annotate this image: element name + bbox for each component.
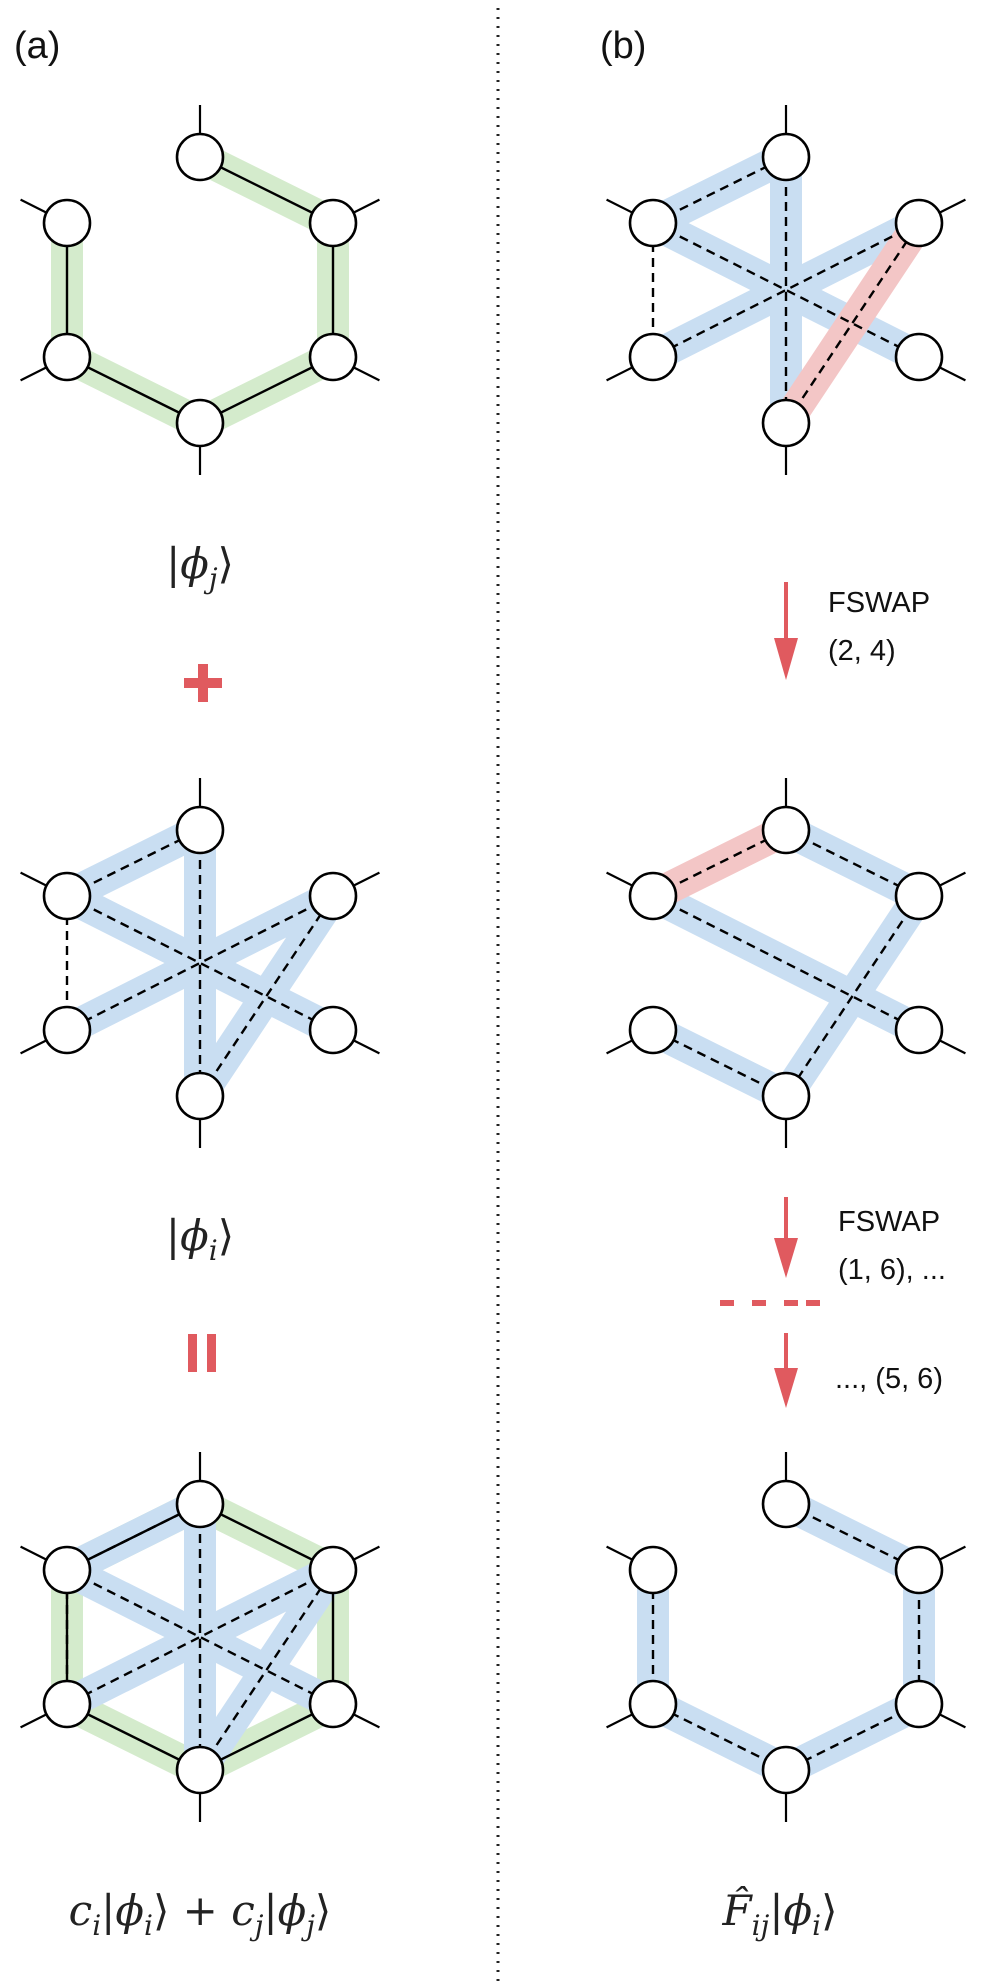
blue-band-path [637, 1488, 935, 1786]
solid-edge [66, 1702, 201, 1772]
orbital-node [42, 1005, 92, 1055]
graph-phi-j [20, 105, 380, 475]
orbital-node [894, 198, 944, 248]
solid-edge [199, 355, 334, 425]
dashed-edge [785, 222, 920, 424]
dashed-edge [66, 1502, 201, 1572]
orbital-node [42, 1679, 92, 1729]
orbital-node [42, 198, 92, 248]
solid-edge [199, 1702, 334, 1772]
step-arrow-2 [774, 1197, 798, 1278]
orbital-node [42, 871, 92, 921]
label-result: F̂ij|ϕi⟩ [722, 1884, 838, 1942]
graph-b-initial [606, 105, 966, 475]
dashed-edge [785, 1502, 920, 1572]
orbital-node [761, 1745, 811, 1795]
orbital-node [308, 871, 358, 921]
dashed-edge [652, 1028, 787, 1098]
orbital-node [175, 1479, 225, 1529]
orbital-node [894, 1545, 944, 1595]
step-2-pairs: (1, 6), ... [838, 1254, 946, 1286]
orbital-node [175, 1071, 225, 1121]
orbital-node [761, 398, 811, 448]
orbital-node [308, 198, 358, 248]
orbital-node [628, 871, 678, 921]
orbital-node [628, 1005, 678, 1055]
dashed-edge [652, 894, 920, 1032]
graph-b-final [606, 1452, 966, 1822]
dashed-edge [652, 221, 920, 359]
step-arrow-3 [774, 1333, 798, 1408]
orbital-node [761, 132, 811, 182]
orbital-node [628, 332, 678, 382]
orbital-node [761, 1071, 811, 1121]
orbital-node [42, 332, 92, 382]
solid-edge [199, 155, 334, 225]
plus-sign [184, 664, 222, 702]
dashed-edge [652, 155, 787, 225]
step-2-title: FSWAP [838, 1206, 940, 1238]
equals-sign [188, 1334, 216, 1372]
dashed-edge [785, 828, 920, 898]
green-band-path [51, 141, 349, 439]
dashed-edge [652, 828, 787, 898]
orbital-node [308, 1545, 358, 1595]
graph-b-after-fswap-2-4 [606, 778, 966, 1148]
dashed-edge [66, 1568, 334, 1706]
step-1-pairs: (2, 4) [828, 635, 896, 667]
orbital-node [175, 398, 225, 448]
orbital-node [894, 1679, 944, 1729]
dashed-edge [66, 894, 334, 1032]
orbital-node [761, 805, 811, 855]
orbital-node [308, 1679, 358, 1729]
orbital-node [894, 332, 944, 382]
ellipsis-dots [720, 1300, 820, 1306]
label-phi-i: |ϕi⟩ [166, 1211, 234, 1267]
graph-phi-i [20, 778, 380, 1148]
orbital-node [628, 1679, 678, 1729]
dashed-edge [66, 828, 201, 898]
solid-edge [66, 355, 201, 425]
panel-label-b: (b) [600, 25, 646, 67]
orbital-node [894, 871, 944, 921]
step-3-pairs: ..., (5, 6) [835, 1363, 943, 1395]
dashed-edge [652, 221, 920, 359]
orbital-node [175, 132, 225, 182]
dashed-edge [66, 1568, 334, 1706]
panel-label-a: (a) [14, 25, 60, 67]
step-arrow-1 [774, 582, 798, 680]
orbital-node [894, 1005, 944, 1055]
dashed-edge [785, 1702, 920, 1772]
step-1-title: FSWAP [828, 587, 930, 619]
orbital-node [628, 198, 678, 248]
dashed-edge [785, 895, 920, 1097]
orbital-node [308, 332, 358, 382]
orbital-node [175, 1745, 225, 1795]
dashed-edge [66, 894, 334, 1032]
dashed-edge [652, 1702, 787, 1772]
graph-superposition [20, 1452, 380, 1822]
dashed-edge [199, 895, 334, 1097]
orbital-node [628, 1545, 678, 1595]
orbital-node [761, 1479, 811, 1529]
orbital-node [42, 1545, 92, 1595]
label-superposition: ci|ϕi⟩ + cj|ϕj⟩ [69, 1886, 332, 1942]
label-phi-j: |ϕj⟩ [166, 539, 234, 595]
solid-edge [199, 1502, 334, 1572]
orbital-node [175, 805, 225, 855]
orbital-node [308, 1005, 358, 1055]
dashed-edge [199, 1569, 334, 1771]
